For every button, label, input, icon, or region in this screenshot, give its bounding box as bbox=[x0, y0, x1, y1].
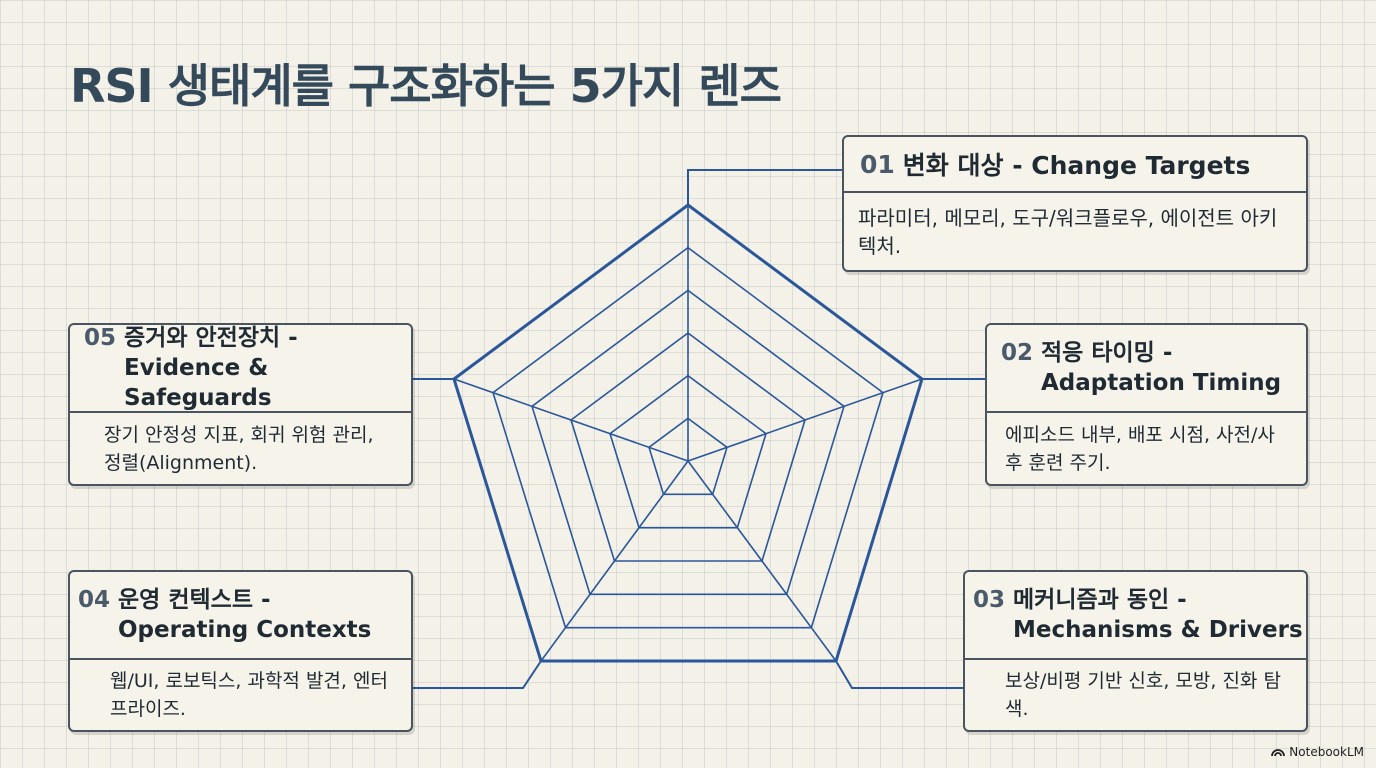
connector-line-01 bbox=[687, 169, 842, 205]
lens-card-05: 05 증거와 안전장치 - Evidence & Safeguards 장기 안정… bbox=[68, 323, 413, 486]
spoke-5 bbox=[453, 378, 689, 462]
pentagon-ring bbox=[570, 332, 806, 562]
pentagon-ring bbox=[609, 374, 767, 529]
lens-title: 변화 대상 - Change Targets bbox=[902, 151, 1251, 180]
lens-number: 05 bbox=[84, 325, 117, 351]
lens-card-05-header: 05 증거와 안전장치 - Evidence & Safeguards bbox=[70, 325, 411, 413]
pentagon-ring bbox=[648, 417, 728, 496]
lens-title-en: Adaptation Timing bbox=[1041, 370, 1282, 396]
spoke-4 bbox=[540, 460, 689, 662]
notebooklm-watermark: NotebookLM bbox=[1271, 745, 1364, 759]
spoke-3 bbox=[687, 460, 837, 662]
lens-title-en: Mechanisms & Drivers bbox=[1013, 617, 1303, 643]
lens-title-en: Operating Contexts bbox=[118, 617, 372, 643]
lens-description: 장기 안정성 지표, 회귀 위험 관리, 정렬(Alignment). bbox=[104, 423, 374, 474]
lens-title-ko: 메커니즘과 동인 - bbox=[1013, 587, 1187, 613]
lens-number: 03 bbox=[973, 587, 1006, 613]
lens-title-ko: 적응 타이밍 - bbox=[1041, 340, 1173, 366]
pentagon-ring bbox=[531, 289, 845, 596]
spoke-2 bbox=[687, 378, 923, 462]
notebooklm-logo-icon bbox=[1271, 749, 1286, 757]
lens-card-02-body: 에피소드 내부, 배포 시점, 사전/사후 훈련 주기. bbox=[987, 413, 1306, 484]
lens-description: 웹/UI, 로보틱스, 과학적 발견, 엔터프라이즈. bbox=[110, 670, 388, 720]
lens-number: 04 bbox=[78, 587, 111, 613]
lens-card-01-body: 파라미터, 메모리, 도구/워크플로우, 에이전트 아키텍처. bbox=[844, 193, 1306, 270]
pentagon-outer bbox=[452, 203, 924, 663]
page-title: RSI 생태계를 구조화하는 5가지 렌즈 bbox=[70, 59, 782, 113]
lens-card-04-header: 04 운영 컨텍스트 - Operating Contexts bbox=[70, 572, 411, 660]
lens-card-01: 01 변화 대상 - Change Targets 파라미터, 메모리, 도구/… bbox=[842, 135, 1308, 272]
lens-number: 01 bbox=[860, 149, 895, 179]
brand-label: NotebookLM bbox=[1289, 745, 1364, 759]
lens-title-ko: 운영 컨텍스트 - bbox=[118, 587, 271, 613]
lens-description: 파라미터, 메모리, 도구/워크플로우, 에이전트 아키텍처. bbox=[858, 205, 1278, 258]
lens-number: 02 bbox=[1001, 340, 1034, 366]
connector-line-04 bbox=[413, 660, 542, 689]
pentagon-ring bbox=[492, 246, 884, 629]
lens-card-03: 03 메커니즘과 동인 - Mechanisms & Drivers 보상/비평 … bbox=[963, 570, 1308, 732]
lens-title-en: Evidence & Safeguards bbox=[124, 355, 272, 411]
lens-card-05-body: 장기 안정성 지표, 회귀 위험 관리, 정렬(Alignment). bbox=[70, 413, 411, 484]
lens-card-04: 04 운영 컨텍스트 - Operating Contexts 웹/UI, 로보틱… bbox=[68, 570, 413, 732]
lens-card-04-body: 웹/UI, 로보틱스, 과학적 발견, 엔터프라이즈. bbox=[70, 660, 411, 730]
lens-description: 에피소드 내부, 배포 시점, 사전/사후 훈련 주기. bbox=[1005, 423, 1275, 474]
lens-card-02-header: 02 적응 타이밍 - Adaptation Timing bbox=[987, 325, 1306, 413]
lens-description: 보상/비평 기반 신호, 모방, 진화 탐색. bbox=[1005, 670, 1281, 720]
lens-title-ko: 증거와 안전장치 - bbox=[124, 325, 298, 351]
lens-card-01-header: 01 변화 대상 - Change Targets bbox=[844, 137, 1306, 193]
lens-card-03-header: 03 메커니즘과 동인 - Mechanisms & Drivers bbox=[965, 572, 1306, 660]
lens-card-02: 02 적응 타이밍 - Adaptation Timing 에피소드 내부, 배포… bbox=[985, 323, 1308, 486]
connector-line-03 bbox=[835, 660, 963, 689]
lens-card-03-body: 보상/비평 기반 신호, 모방, 진화 탐색. bbox=[965, 660, 1306, 730]
